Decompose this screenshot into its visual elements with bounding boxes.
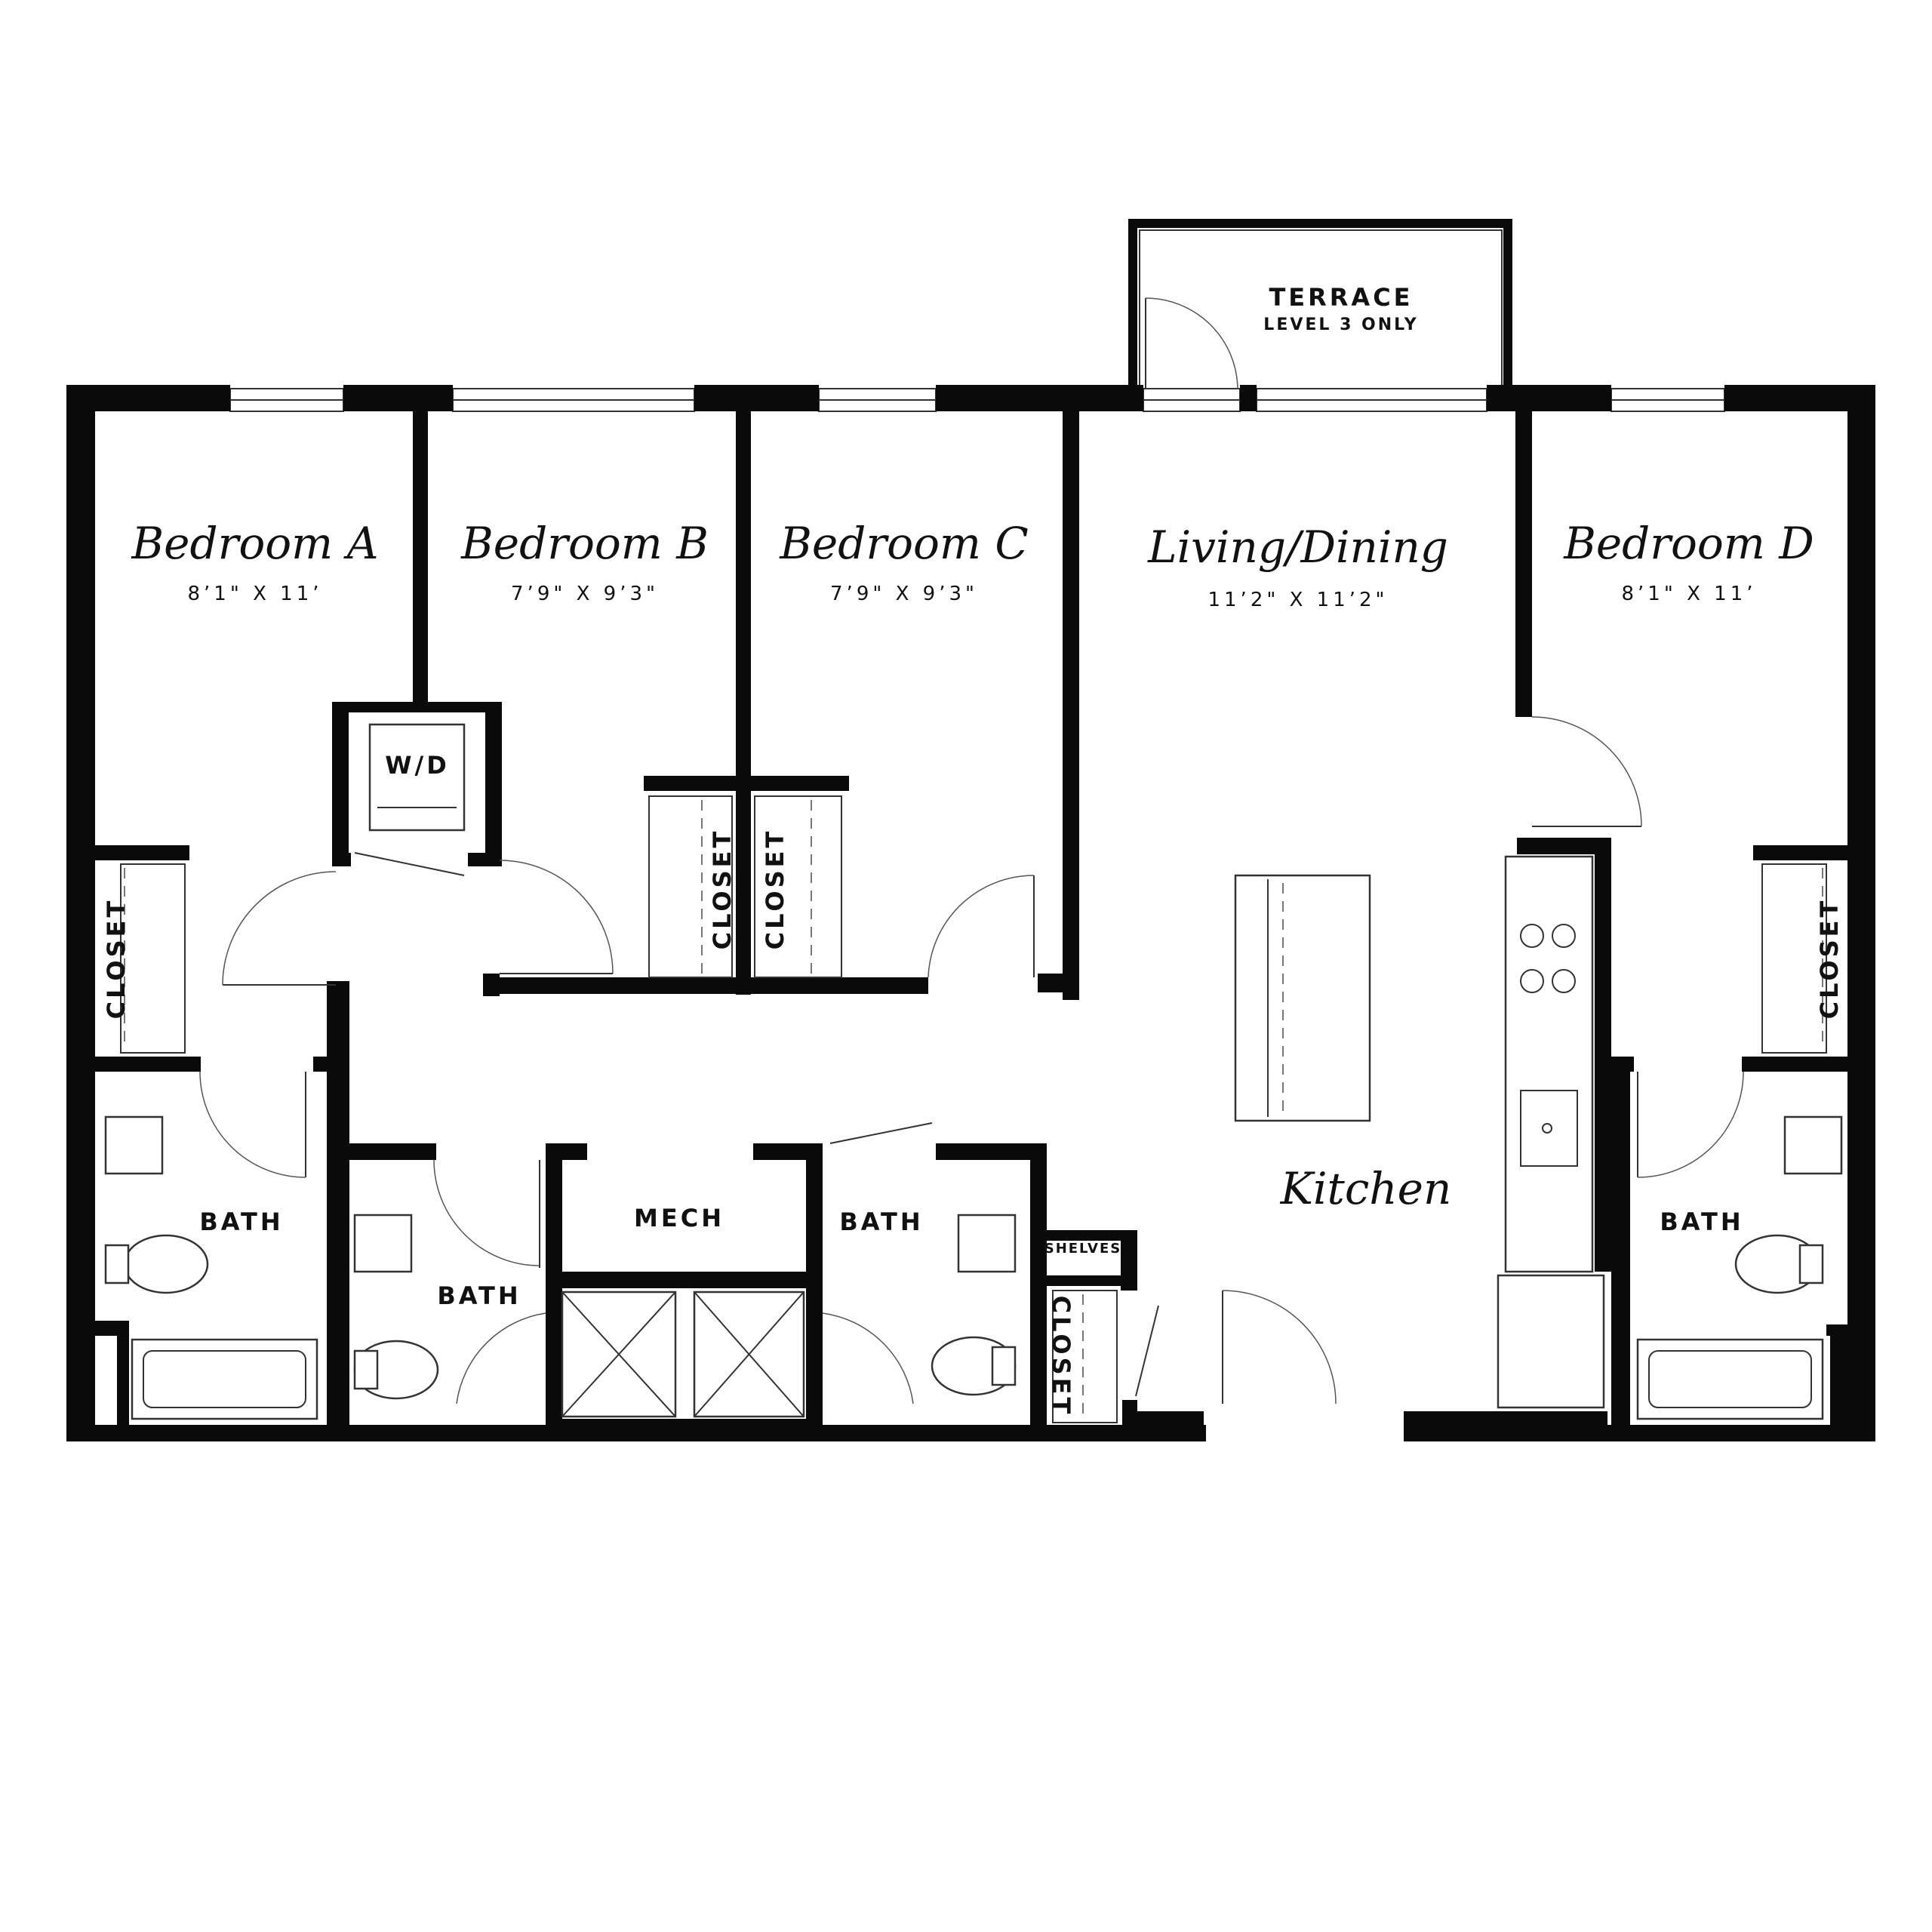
kitchen-counter <box>1504 855 1594 1273</box>
tub-bath-d <box>1636 1338 1824 1420</box>
bedroom-c-dims: 7’9" X 9’3" <box>830 583 978 605</box>
bedroom-a-dims: 8’1" X 11’ <box>188 583 323 605</box>
closet-label-d: CLOSET <box>1815 898 1844 1020</box>
toilet-bath-a <box>123 1234 209 1294</box>
bedroom-d-dims: 8’1" X 11’ <box>1622 583 1757 605</box>
terrace <box>1128 219 1512 391</box>
tub-bath-a <box>131 1338 318 1420</box>
closet-shelving <box>120 795 1827 1423</box>
living-dining-dims: 11’2" X 11’2" <box>1208 589 1388 611</box>
doors <box>199 716 1744 1404</box>
bath-label-middle: BATH <box>437 1281 521 1310</box>
sink-bath-middle <box>353 1214 413 1273</box>
fixtures <box>104 723 1843 1420</box>
kitchen-sink <box>1520 1090 1578 1167</box>
closet-label-a: CLOSET <box>102 898 131 1020</box>
mech-label: MECH <box>634 1204 724 1232</box>
bedroom-c-name: Bedroom C <box>779 518 1028 569</box>
bedroom-b-name: Bedroom B <box>460 518 709 569</box>
closet-label-b: CLOSET <box>708 829 737 950</box>
bedroom-b-dims: 7’9" X 9’3" <box>511 583 659 605</box>
shelves-label: SHELVES <box>1044 1241 1122 1257</box>
sink-bath-d <box>1783 1115 1843 1175</box>
terrace-title: TERRACE <box>1269 283 1413 312</box>
kitchen-name: Kitchen <box>1280 1163 1452 1214</box>
closet-label-c: CLOSET <box>761 829 789 950</box>
bath-label-a: BATH <box>199 1208 283 1236</box>
terrace-door-swing <box>1145 297 1238 389</box>
terrace-note: LEVEL 3 ONLY <box>1263 315 1418 334</box>
bath-label-d: BATH <box>1660 1208 1743 1236</box>
living-dining-name: Living/Dining <box>1147 521 1448 573</box>
closet-label-entry: CLOSET <box>1047 1296 1075 1417</box>
bedroom-a-name: Bedroom A <box>131 518 379 569</box>
room-labels: Bedroom A 8’1" X 11’ Bedroom B 7’9" X 9’… <box>102 283 1844 1417</box>
interior-walls <box>95 411 1849 1441</box>
refrigerator <box>1497 1274 1605 1409</box>
bath-label-right: BATH <box>839 1208 923 1236</box>
sink-bath-a <box>104 1115 164 1175</box>
bedroom-d-name: Bedroom D <box>1563 518 1814 569</box>
exterior-walls <box>66 385 1875 1441</box>
kitchen-island <box>1234 874 1371 1122</box>
washer-dryer <box>368 723 466 832</box>
wd-label: W/D <box>385 751 450 780</box>
sink-bath-right <box>957 1214 1017 1273</box>
